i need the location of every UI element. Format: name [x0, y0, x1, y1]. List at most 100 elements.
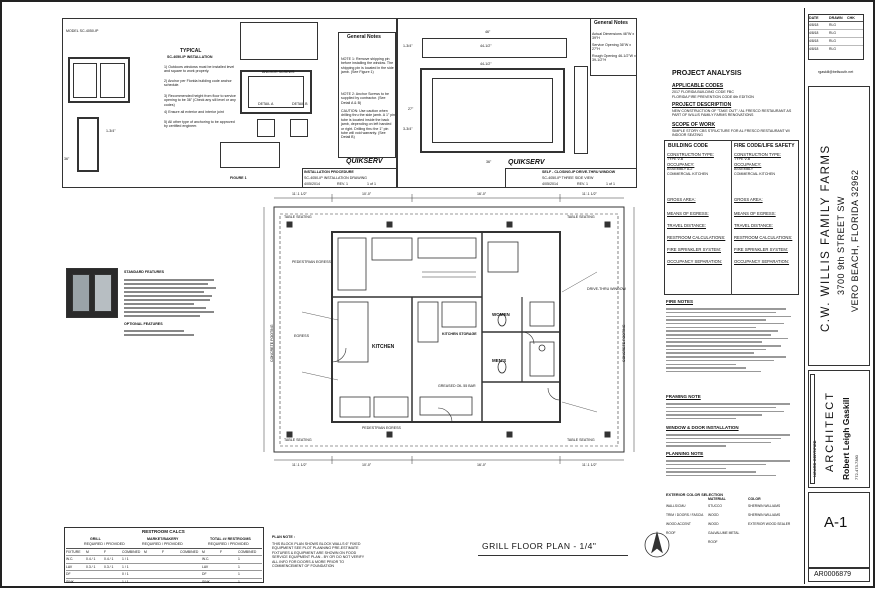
dim-label-1: 1-3/4": [106, 129, 116, 133]
revision-table: [808, 14, 864, 60]
typical-subtitle: SC-4050-IP INSTALLATION: [167, 55, 213, 59]
detail-b-box: [290, 119, 308, 137]
optional-features-title: OPTIONAL FEATURES: [124, 322, 163, 326]
detail-a-label: DETAIL A: [258, 102, 274, 106]
plan-note-text: THIS BLOCK PLAN SHOWS BLOCK WALLS 6" FIX…: [272, 542, 365, 569]
optional-features-list: [124, 328, 224, 338]
applicable-code-1: 2017 FLORIDA BUILDING CODE FBC: [672, 90, 734, 94]
dim-top-3: 16'-0": [477, 192, 487, 196]
install-title: INSTALLATION PROCEDURE: [304, 170, 354, 174]
general-note-3: CAUTION: Use caution when drilling thru …: [341, 109, 396, 140]
figure-1-label: FIGURE 1: [230, 176, 247, 180]
framing-note-title: FRAMING NOTE: [666, 394, 701, 399]
dim-bottom-2: 10'-0": [362, 463, 372, 467]
figure-1-drawing: [220, 142, 280, 168]
model-label: MODEL SC-4050-IP: [66, 29, 99, 33]
dim-1-3-4: 1-3/4": [403, 44, 413, 48]
install-step-3: 3) Recommended height from floor to serv…: [164, 94, 236, 107]
install-model: SC-4050-IP INSTALLATION DRAWING: [304, 176, 367, 180]
room-kitchen: KITCHEN: [372, 344, 395, 350]
fire-notes-lines: [666, 306, 796, 375]
applicable-code-2: FLORIDA FIRE PREVENTION CODE 6th EDITION: [672, 95, 754, 99]
anchor-label: ANCHOR SCREWS: [262, 70, 295, 74]
general-notes-2-item-2: Service Opening 36"W x 27"H: [592, 43, 632, 52]
dim-top-4: 11'-1 1/2": [582, 192, 597, 196]
restroom-sub-market: REQUIRED / PROVIDED: [142, 542, 183, 546]
restroom-header-total: TOTAL ## RESTROOMS: [210, 537, 251, 541]
architect-email: rgaskill@bellsouth.net: [818, 70, 854, 74]
dim-44-bottom: 44-1/2": [480, 62, 492, 66]
dim-27: 27": [408, 107, 414, 111]
install-step-2: 2) Anchor per Florida building code anch…: [164, 79, 232, 88]
detail-a-box: [257, 119, 275, 137]
label-table-seating-4: TABLE SEATING: [567, 438, 595, 442]
window-door-lines: [666, 432, 796, 449]
room-kitchen-storage: KITCHEN STORAGE: [442, 332, 477, 336]
room-men: MEN'S: [492, 358, 507, 363]
side-view-title: SELF - CLOSING-IP DRIVE-THRU WINDOW: [542, 170, 616, 174]
general-note-2: NOTE 2: Anchor Screws to be supplied by …: [341, 92, 389, 105]
install-title-block: [302, 168, 397, 188]
restroom-header-market: MARKET/BAKERY: [147, 537, 179, 541]
dim-bottom-4: 11'-1 1/2": [582, 463, 597, 467]
install-step-5: 5) All other type of anchoring to be app…: [164, 120, 235, 129]
label-drive-thru: DRIVE-THRU WINDOW: [587, 287, 626, 291]
dim-bottom-3: 16'-0": [477, 463, 487, 467]
project-description: NEW CONSTRUCTION OF "TAKE OUT" / AL FRES…: [672, 109, 792, 118]
restroom-calcs-table: [64, 527, 264, 583]
side-view-right: [574, 66, 588, 154]
title-block-border: [804, 8, 805, 584]
side-view-title-block: [505, 168, 637, 188]
restroom-header-grill: GRILL: [90, 537, 101, 541]
fire-code-list: CONSTRUCTION TYPE: TYPE V-B OCCUPANCY: A…: [734, 152, 793, 264]
floor-plan-title: GRILL FLOOR PLAN - 1/4": [482, 541, 597, 551]
restroom-sub-grill: REQUIRED / PROVIDED: [84, 542, 125, 546]
general-notes-title: General Notes: [347, 34, 381, 40]
dim-bottom-1: 11'-1 1/2": [292, 463, 307, 467]
label-greased-oil: GREASED OIL 55 BAR: [438, 384, 476, 388]
label-egress: EGRESS: [294, 334, 309, 338]
fire-code-title: FIRE CODE/LIFE SAFETY: [734, 143, 795, 149]
install-sheet: 1 of 1: [367, 182, 376, 186]
side-view-date: 4/05/2014: [542, 182, 558, 186]
quikserv-logo-1: QUIKSERV: [346, 158, 383, 165]
dim-46: 46": [485, 30, 491, 34]
side-view-rev: REV. 1: [577, 182, 589, 186]
general-notes-2-item-1: Actual Dimensions 46"W x 39"H: [592, 32, 635, 41]
product-photo-pane: [72, 274, 90, 312]
label-table-seating-1: TABLE SEATING: [284, 215, 312, 219]
architect-label: ARCHITECT: [824, 391, 836, 472]
product-photo-pane-2: [94, 274, 112, 312]
window-front-elevation: [68, 57, 130, 103]
side-view-top: [422, 38, 567, 58]
side-view-opening: [432, 78, 553, 143]
figure-1-window: [240, 70, 312, 114]
sheet-number: A-1: [824, 514, 848, 531]
figure-1-pane: [248, 76, 304, 108]
exterior-color-title: EXTERIOR COLOR SELECTION: [666, 493, 723, 497]
install-step-4: 4) Ensure all exterior and interior join…: [164, 110, 224, 114]
window-front-sash: [73, 63, 97, 98]
architect-block: [808, 370, 870, 488]
dim-top-2: 10'-0": [362, 192, 372, 196]
label-concrete-footing-right: CONCRETE FOOTING: [622, 324, 626, 362]
scope-of-work-title: SCOPE OF WORK: [672, 122, 716, 128]
project-name: C.W. WILLIS FAMILY FARMS: [820, 144, 832, 332]
fire-notes-title: FIRE NOTES: [666, 299, 694, 304]
